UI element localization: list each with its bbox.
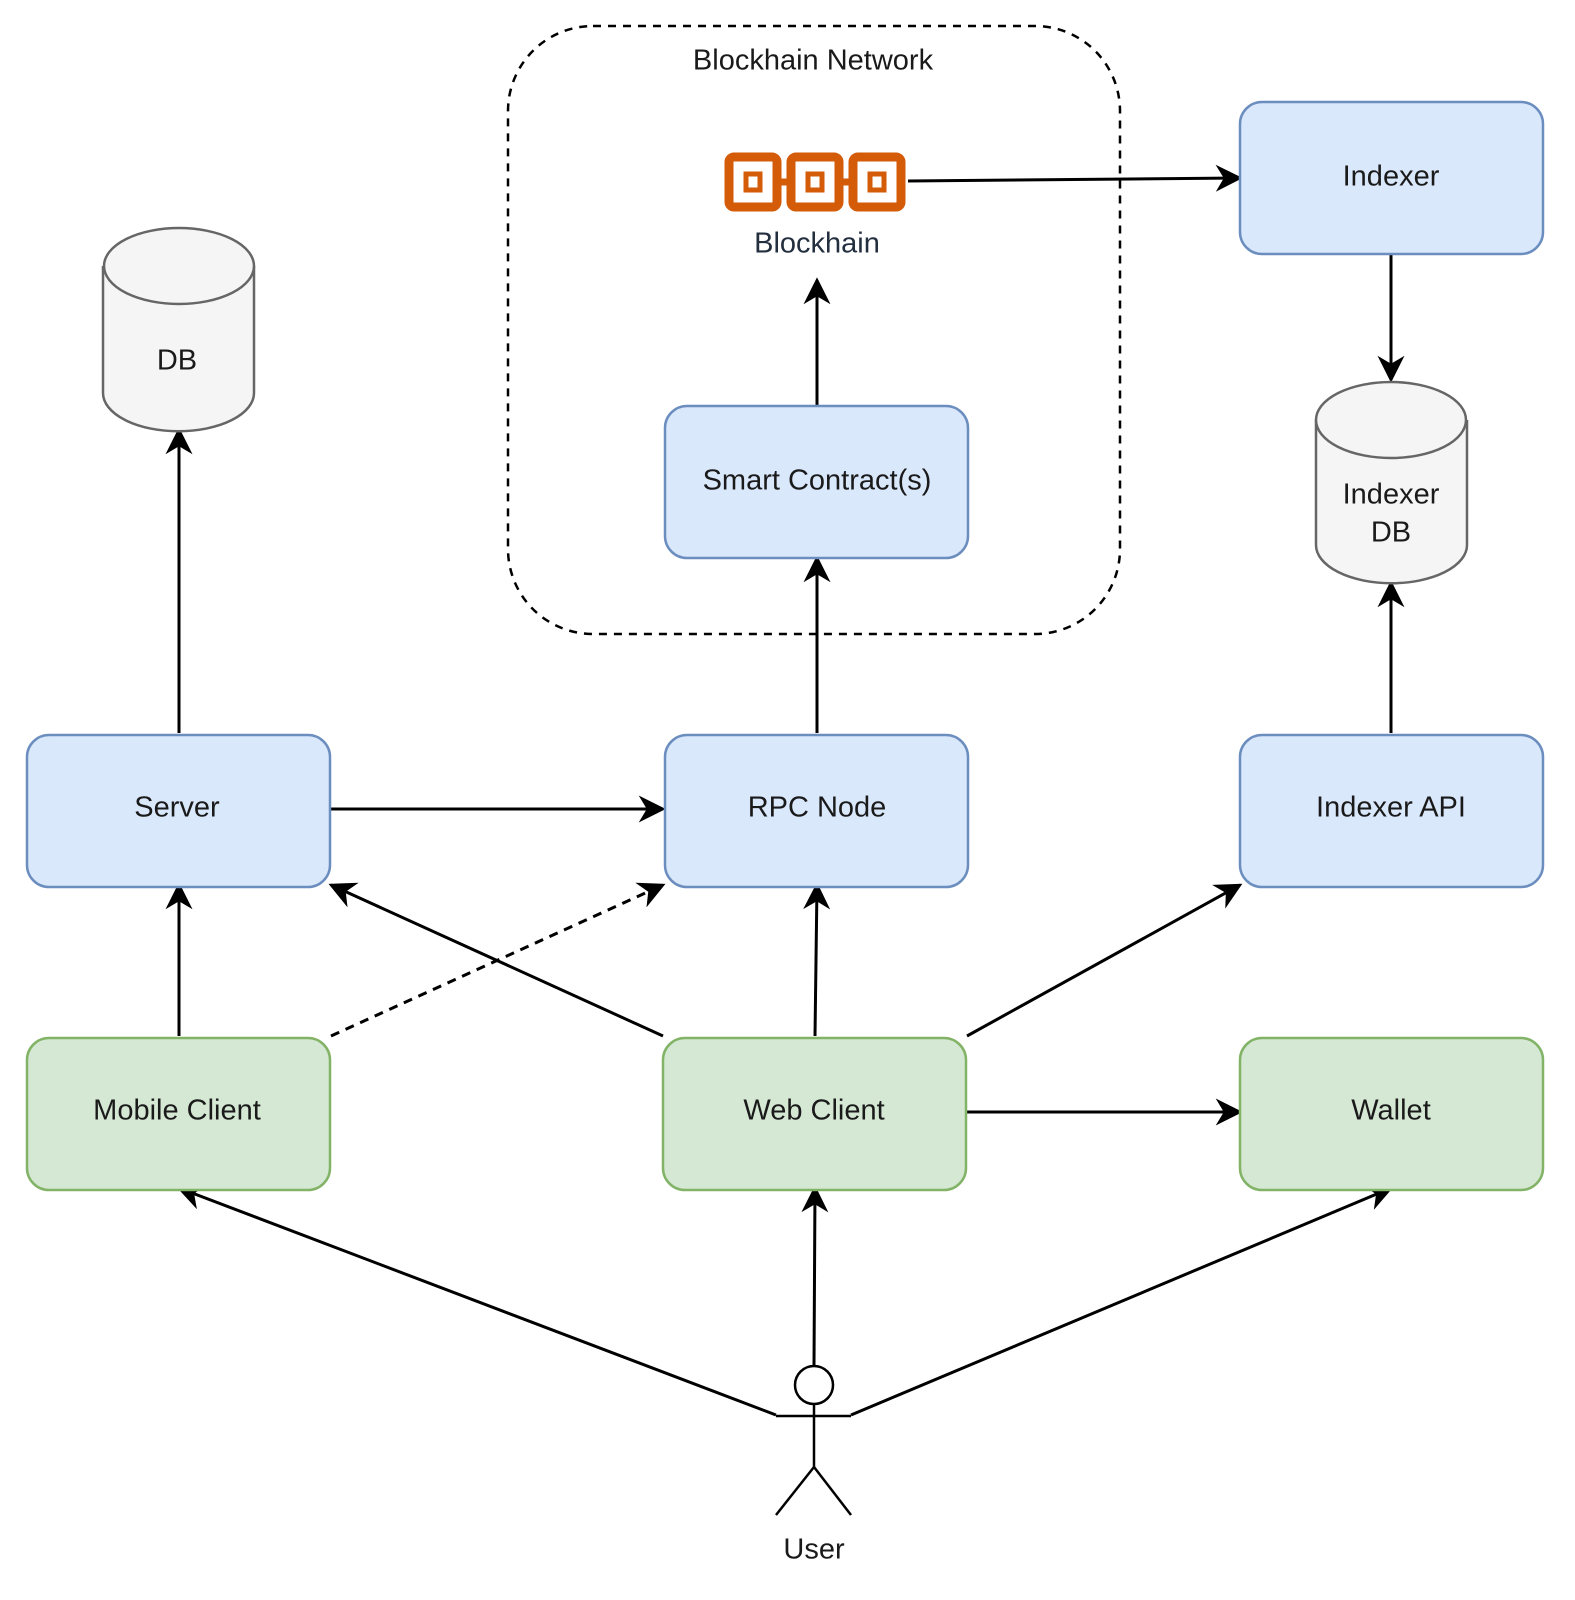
- mobile-client-box: [25, 1036, 332, 1192]
- mobile-client-label: Mobile Client: [93, 1095, 261, 1127]
- blockchain-node[interactable]: Blockhain: [724, 152, 906, 260]
- indexer-db-cylinder-top: [1314, 380, 1468, 460]
- rpc-node[interactable]: RPC Node: [663, 733, 970, 889]
- web-client-box: [661, 1036, 968, 1192]
- indexer-db-cylinder[interactable]: Indexer DB: [1314, 380, 1469, 585]
- edge-user-to-web-client: [801, 1185, 829, 1366]
- smart-contracts-node[interactable]: Smart Contract(s): [663, 404, 970, 560]
- user-label: User: [783, 1534, 845, 1566]
- indexer-api-box: [1238, 733, 1545, 889]
- user-actor-icon: [775, 1364, 852, 1516]
- server-node[interactable]: Server: [25, 733, 332, 889]
- edge-blockchain-to-indexer: [907, 164, 1243, 192]
- wallet-label: Wallet: [1351, 1095, 1431, 1127]
- blockchain-network-group: Blockhain Network: [506, 24, 1122, 636]
- indexer-label: Indexer: [1343, 161, 1440, 193]
- indexer-box: [1238, 100, 1545, 256]
- rpc-node-label: RPC Node: [748, 792, 887, 824]
- db-cylinder[interactable]: DB: [101, 226, 256, 433]
- indexer-db-cylinder-body: [1314, 420, 1469, 585]
- wallet-box: [1238, 1036, 1545, 1192]
- blockchain-label: Blockhain: [754, 228, 880, 260]
- blockchain-icon: [724, 152, 906, 212]
- edge-user-to-mobile-client: [176, 1184, 777, 1417]
- blockchain-network-boundary: [506, 24, 1122, 636]
- edge-web-client-to-rpc-node: [803, 882, 831, 1037]
- server-label: Server: [134, 792, 220, 824]
- db-cylinder-body: [101, 266, 256, 433]
- indexer-api-node[interactable]: Indexer API: [1238, 733, 1545, 889]
- web-client-label: Web Client: [743, 1095, 884, 1127]
- indexer-db-label-line2: DB: [1371, 517, 1411, 549]
- edge-user-to-wallet: [850, 1184, 1394, 1417]
- smart-contracts-box: [663, 404, 970, 560]
- wallet-node[interactable]: Wallet: [1238, 1036, 1545, 1192]
- indexer-api-label: Indexer API: [1316, 792, 1466, 824]
- server-box: [25, 733, 332, 889]
- edges: [165, 164, 1405, 1417]
- smart-contracts-label: Smart Contract(s): [703, 465, 932, 497]
- db-label: DB: [157, 345, 197, 377]
- mobile-client-node[interactable]: Mobile Client: [25, 1036, 332, 1192]
- edge-web-client-to-server: [328, 882, 664, 1038]
- db-cylinder-top: [102, 226, 256, 306]
- rpc-node-box: [663, 733, 970, 889]
- edge-web-client-to-indexer-api: [966, 883, 1243, 1038]
- blockchain-network-label: Blockhain Network: [693, 45, 934, 77]
- web-client-node[interactable]: Web Client: [661, 1036, 968, 1192]
- user-actor[interactable]: User: [775, 1364, 852, 1566]
- indexer-node[interactable]: Indexer: [1238, 100, 1545, 256]
- indexer-db-label-line1: Indexer: [1343, 479, 1440, 511]
